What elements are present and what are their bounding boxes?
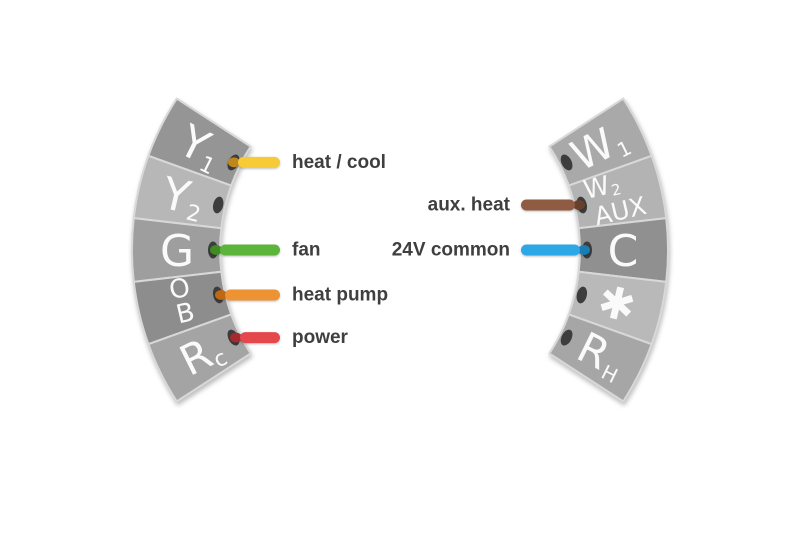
wire-hole-y2 bbox=[212, 196, 224, 214]
label-heat-pump: heat pump bbox=[292, 285, 388, 306]
wire-tip-heat-cool bbox=[228, 157, 240, 168]
wire-power bbox=[240, 332, 280, 344]
wire-hole-w1 bbox=[560, 154, 573, 171]
wire-tip-heat-pump bbox=[215, 290, 227, 300]
wire-labels: heat / cool fan heat pump power aux. hea… bbox=[292, 152, 511, 348]
wire-tip-aux-heat bbox=[573, 200, 585, 210]
right-connector-arc: W 1 W 2 AUX C ✱ R H bbox=[548, 97, 669, 403]
terminal-label-c: C bbox=[608, 226, 639, 277]
label-fan: fan bbox=[292, 240, 321, 261]
wire-aux-heat bbox=[521, 199, 575, 211]
terminal-segment-rh bbox=[548, 313, 653, 403]
terminal-label-w2aux: W 2 AUX bbox=[581, 171, 649, 231]
wire-tip-power bbox=[230, 332, 242, 343]
terminal-label-w2-sub: 2 bbox=[609, 180, 622, 200]
wire-heat-pump bbox=[225, 289, 280, 301]
wires bbox=[210, 156, 590, 344]
left-connector-arc: Y 1 Y 2 G O B R c bbox=[131, 97, 252, 403]
wire-fan bbox=[220, 244, 280, 256]
label-24v-common: 24V common bbox=[392, 240, 510, 261]
label-aux-heat: aux. heat bbox=[428, 195, 511, 216]
wire-hole-star bbox=[576, 286, 588, 304]
label-heat-cool: heat / cool bbox=[292, 152, 386, 173]
label-power: power bbox=[292, 327, 349, 348]
terminal-label-y2-sub: 2 bbox=[184, 200, 203, 228]
wire-24v-common bbox=[521, 244, 580, 256]
wire-heat-cool bbox=[238, 156, 280, 168]
wire-hole-rh bbox=[560, 329, 573, 346]
terminal-segment-rc bbox=[147, 313, 252, 403]
wire-tip-24v-common bbox=[578, 245, 590, 255]
terminal-label-g: G bbox=[160, 226, 194, 277]
wire-tip-fan bbox=[210, 245, 222, 255]
